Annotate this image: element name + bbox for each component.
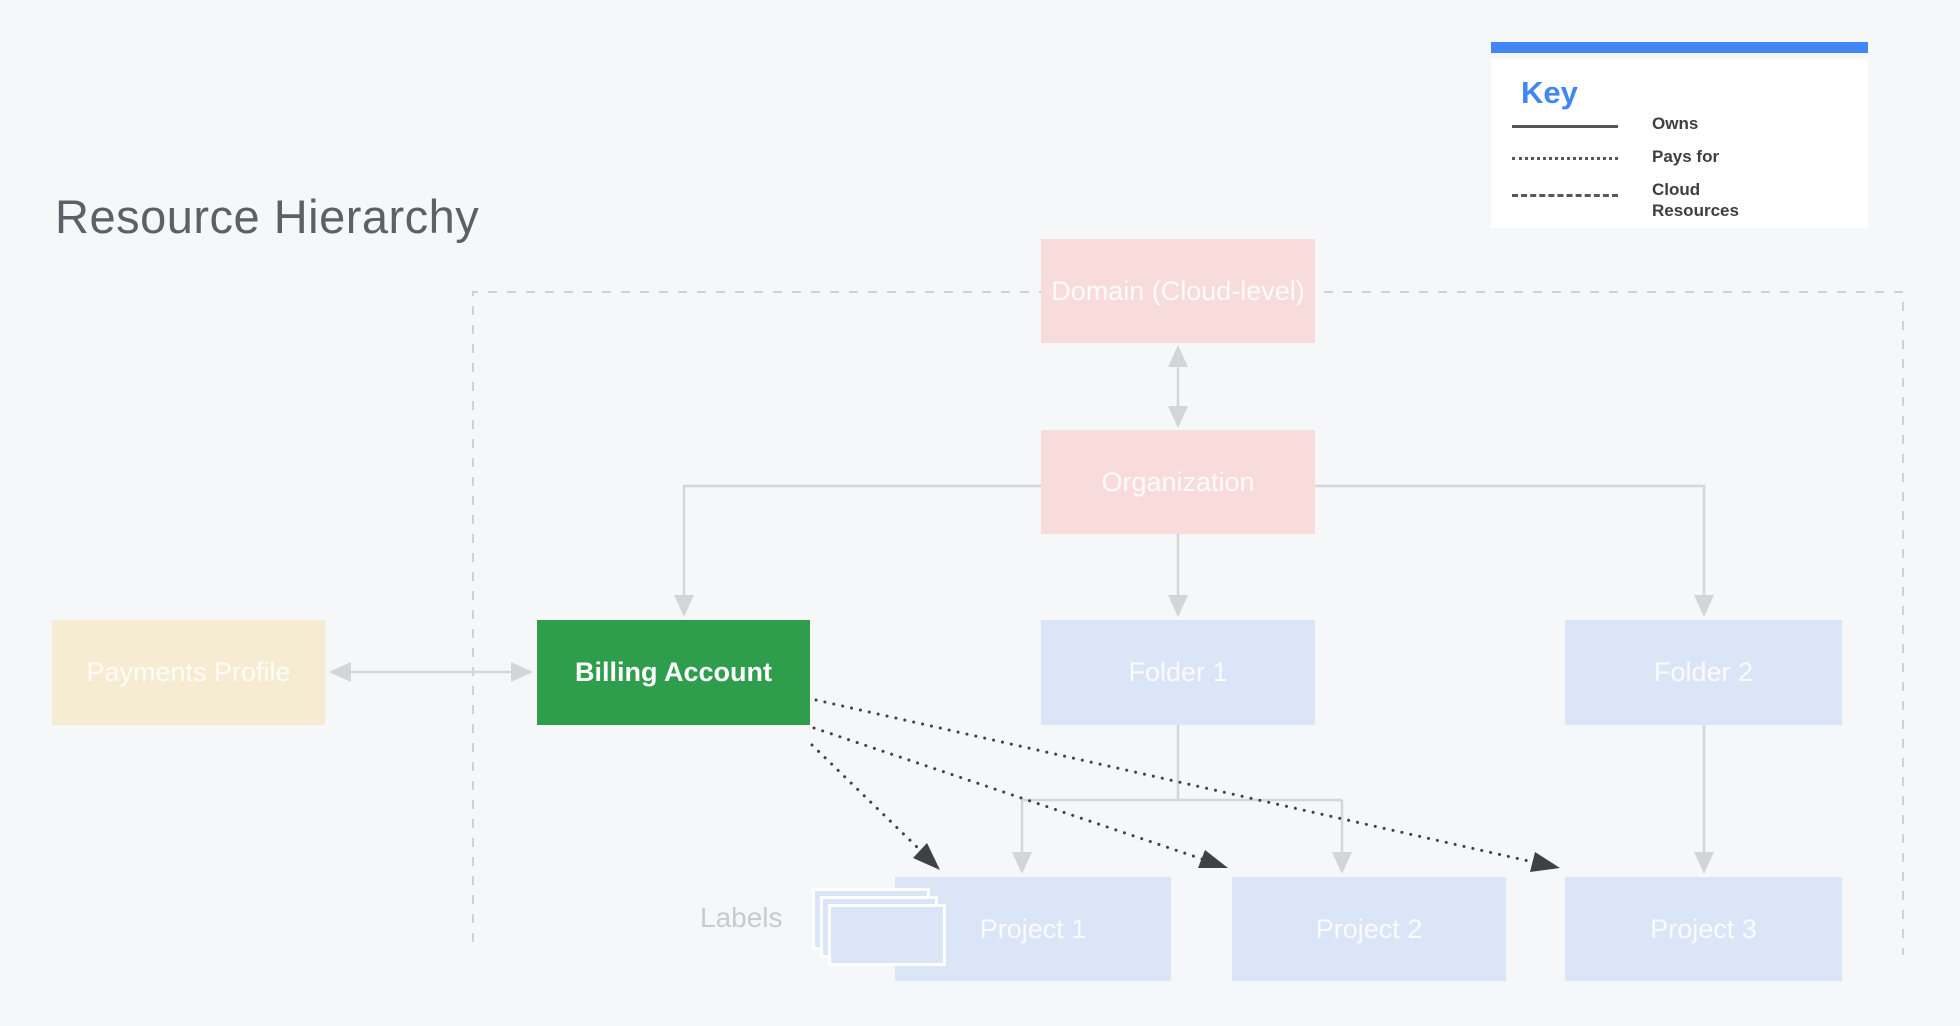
node-project-2: Project 2 <box>1232 877 1506 981</box>
node-organization: Organization <box>1041 430 1315 534</box>
node-project-3: Project 3 <box>1565 877 1842 981</box>
arrowhead-left-payments <box>329 662 351 682</box>
labels-stack-icon <box>828 904 946 966</box>
arrowhead-down-project3 <box>1694 852 1714 874</box>
legend-key-panel: Key Owns Pays for Cloud Resources <box>1491 42 1868 228</box>
node-payments-profile-label: Payments Profile <box>86 657 291 687</box>
legend-label-cloud-resources: Cloud Resources <box>1652 180 1739 220</box>
legend-label-pays-for: Pays for <box>1652 147 1720 166</box>
owns-arrowheads <box>329 345 1714 874</box>
solid-line-sample <box>1512 125 1618 128</box>
cloud-resources-boundary <box>472 291 1904 955</box>
arrowhead-down-organization <box>1168 406 1188 428</box>
pays-for-arrowheads <box>913 843 1560 872</box>
arrowhead-right-billing <box>511 662 533 682</box>
node-folder-2-label: Folder 2 <box>1653 657 1754 687</box>
org-folder2-connector <box>1315 484 1706 600</box>
arrowhead-down-folder1 <box>1168 595 1188 617</box>
arrowhead-up-domain <box>1168 345 1188 367</box>
legend-card: Key Owns Pays for Cloud Resources <box>1491 59 1868 228</box>
node-project-2-label: Project 2 <box>1315 913 1423 944</box>
folder1-projects-connector <box>1020 725 1344 855</box>
arrowhead-down-project2 <box>1332 852 1352 874</box>
org-billing-connector <box>682 484 1041 600</box>
dashed-line-sample <box>1512 194 1618 197</box>
legend-title: Key <box>1521 75 1578 110</box>
node-billing-account-label: Billing Account <box>575 657 772 687</box>
node-billing-account: Billing Account <box>537 620 810 725</box>
owns-connectors <box>347 364 1706 855</box>
arrowhead-down-project1 <box>1012 852 1032 874</box>
node-project-1-label: Project 1 <box>979 913 1087 944</box>
labels-caption: Labels <box>700 902 783 933</box>
billing-project1-dotted <box>810 743 922 852</box>
arrowhead-down-folder2 <box>1694 595 1714 617</box>
arrowhead-down-billing <box>674 595 694 617</box>
arrowhead-dotted-project2 <box>1198 850 1228 868</box>
node-folder-1: Folder 1 <box>1041 620 1315 725</box>
pays-for-lines <box>810 698 1535 864</box>
page-title: Resource Hierarchy <box>55 190 480 243</box>
node-folder-1-label: Folder 1 <box>1128 657 1228 687</box>
billing-project2-dotted <box>812 726 1204 861</box>
node-organization-label: Organization <box>1101 466 1255 497</box>
node-domain: Domain (Cloud-level) <box>1041 239 1315 343</box>
node-folder-2: Folder 2 <box>1565 620 1842 725</box>
billing-project3-dotted <box>814 698 1535 864</box>
dotted-line-sample <box>1512 157 1618 160</box>
node-payments-profile: Payments Profile <box>52 620 325 725</box>
node-project-3-label: Project 3 <box>1650 913 1757 944</box>
node-domain-label: Domain (Cloud-level) <box>1051 275 1305 306</box>
legend-accent-bar <box>1491 42 1868 53</box>
legend-label-owns: Owns <box>1652 114 1699 133</box>
arrowhead-dotted-project3 <box>1530 852 1560 872</box>
arrowhead-dotted-project1 <box>913 843 940 870</box>
